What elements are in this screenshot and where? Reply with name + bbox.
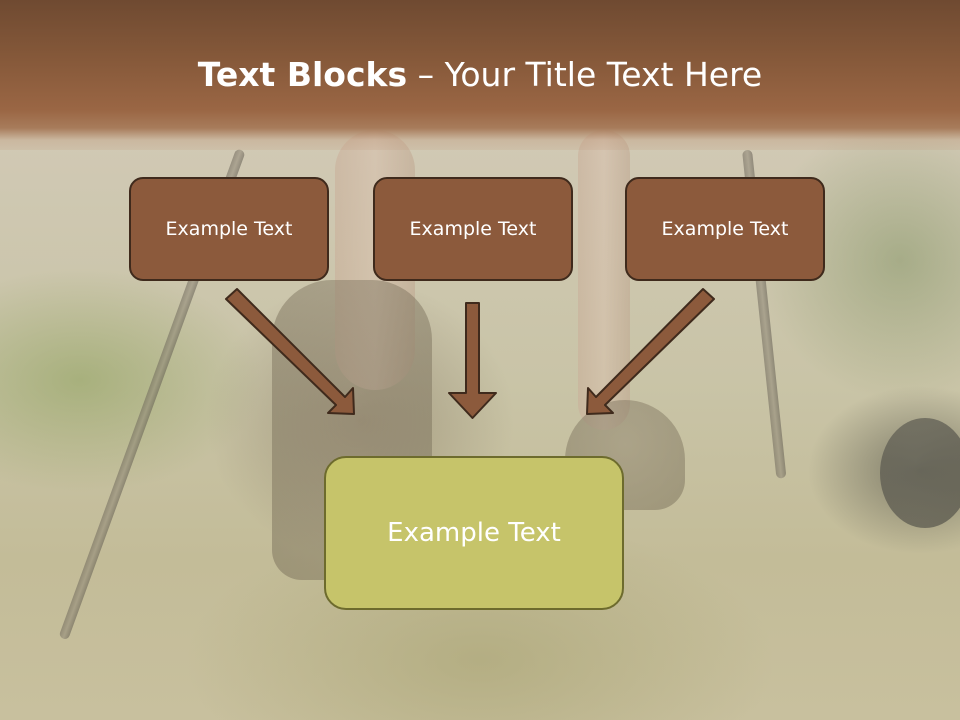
text-block-2-label: Example Text — [409, 218, 537, 240]
arrow-center — [448, 302, 497, 419]
rock — [880, 418, 960, 528]
target-text-block[interactable]: Example Text — [324, 456, 624, 610]
title-bold: Text Blocks — [197, 55, 408, 94]
title-rest: – Your Title Text Here — [407, 55, 763, 94]
text-block-1[interactable]: Example Text — [129, 177, 329, 281]
arrow-right — [586, 288, 715, 415]
slide-title: Text Blocks – Your Title Text Here — [0, 52, 960, 98]
title-bar — [0, 0, 960, 150]
text-block-1-label: Example Text — [165, 218, 293, 240]
arrow-left — [225, 288, 355, 415]
text-block-3[interactable]: Example Text — [625, 177, 825, 281]
text-block-3-label: Example Text — [661, 218, 789, 240]
text-block-2[interactable]: Example Text — [373, 177, 573, 281]
target-text-block-label: Example Text — [387, 518, 561, 548]
